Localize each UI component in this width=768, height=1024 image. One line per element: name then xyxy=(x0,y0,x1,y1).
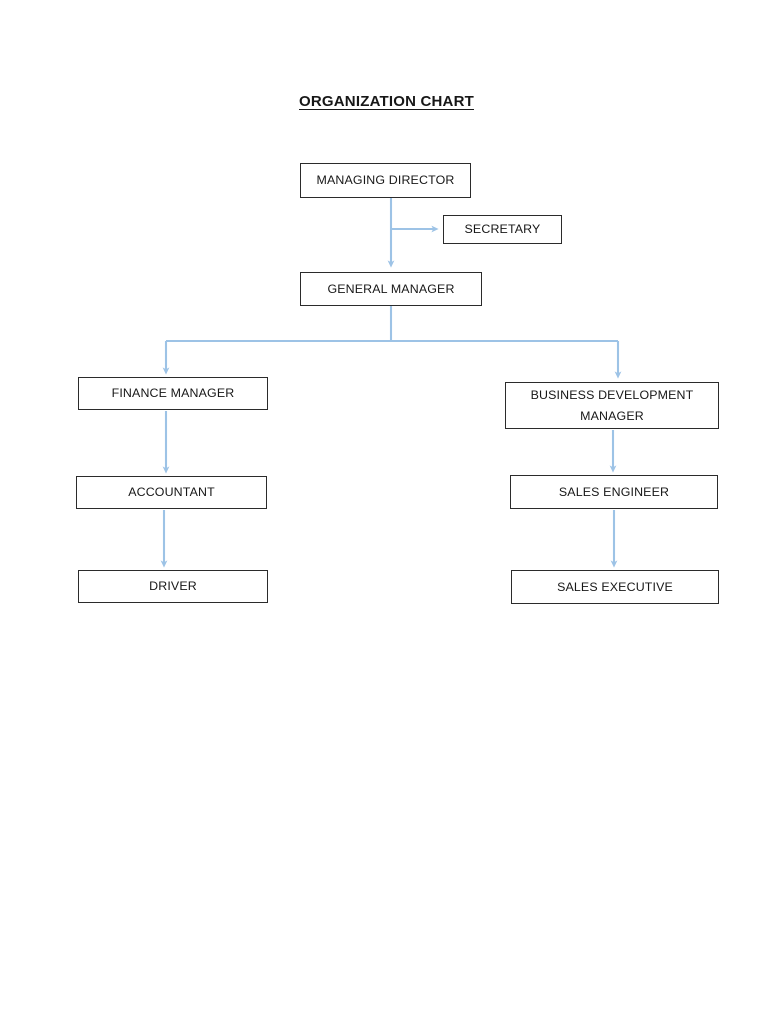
node-secretary[interactable]: SECRETARY xyxy=(443,215,562,244)
node-finance-manager[interactable]: FINANCE MANAGER xyxy=(78,377,268,410)
node-driver[interactable]: DRIVER xyxy=(78,570,268,603)
page-title: ORGANIZATION CHART xyxy=(299,93,474,110)
edge-general-manager-split-bar xyxy=(162,306,622,379)
node-sales-engineer[interactable]: SALES ENGINEER xyxy=(510,475,718,509)
node-business-development-manager[interactable]: BUSINESS DEVELOPMENT MANAGER xyxy=(505,382,719,429)
node-managing-director[interactable]: MANAGING DIRECTOR xyxy=(300,163,471,198)
node-general-manager[interactable]: GENERAL MANAGER xyxy=(300,272,482,306)
node-accountant[interactable]: ACCOUNTANT xyxy=(76,476,267,509)
node-sales-executive[interactable]: SALES EXECUTIVE xyxy=(511,570,719,604)
